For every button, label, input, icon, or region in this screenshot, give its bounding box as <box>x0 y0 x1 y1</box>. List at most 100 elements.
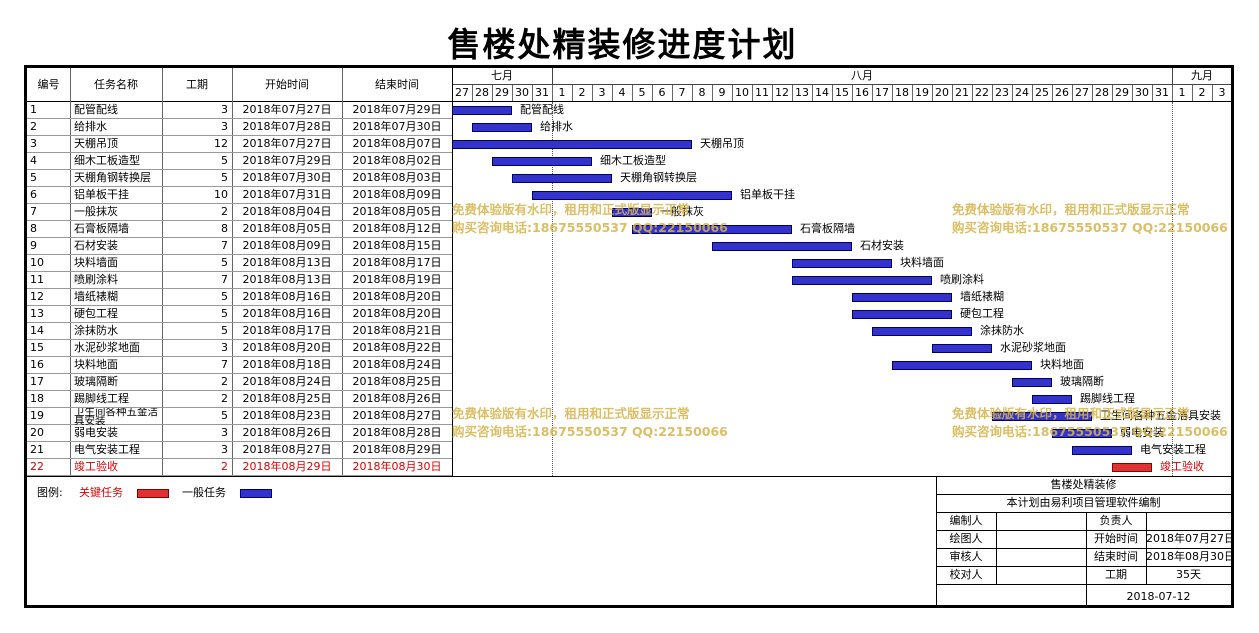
task-bar[interactable] <box>512 174 612 183</box>
task-name: 石材安装 <box>74 239 118 252</box>
day-divider <box>532 85 533 102</box>
row-line <box>27 407 452 408</box>
day-divider <box>1012 85 1013 102</box>
info-start-label: 开始时间 <box>1094 532 1138 545</box>
task-bar[interactable] <box>792 259 892 268</box>
day-label: 2 <box>578 86 586 99</box>
task-end: 2018年08月05日 <box>352 205 442 218</box>
task-name: 石膏板隔墙 <box>74 222 129 235</box>
day-divider <box>852 85 853 102</box>
task-bar-label: 一般抹灰 <box>660 205 704 218</box>
task-bar[interactable] <box>472 123 532 132</box>
day-label: 31 <box>1155 86 1169 99</box>
task-duration: 2 <box>221 375 228 388</box>
task-end: 2018年08月20日 <box>352 290 442 303</box>
task-start: 2018年08月25日 <box>242 392 332 405</box>
day-divider <box>1072 85 1073 102</box>
task-bar[interactable] <box>612 208 652 217</box>
task-bar[interactable] <box>1052 429 1112 438</box>
task-id: 19 <box>30 409 44 422</box>
column-divider <box>162 68 163 476</box>
task-bar-label: 喷刷涂料 <box>940 273 984 286</box>
task-bar-label: 卫生间各种五金洁具安装 <box>1100 409 1221 422</box>
task-bar[interactable] <box>932 344 992 353</box>
info-col-line <box>1086 512 1087 584</box>
task-duration: 2 <box>221 460 228 473</box>
row-line <box>27 441 452 442</box>
day-label: 10 <box>735 86 749 99</box>
month-label: 七月 <box>491 69 513 82</box>
task-bar[interactable] <box>492 157 592 166</box>
task-id: 11 <box>30 273 44 286</box>
day-divider <box>972 85 973 102</box>
day-label: 25 <box>1035 86 1049 99</box>
task-start: 2018年08月27日 <box>242 443 332 456</box>
task-name: 块料地面 <box>74 358 118 371</box>
header-duration: 工期 <box>186 78 208 91</box>
task-id: 8 <box>30 222 37 235</box>
task-bar[interactable] <box>792 276 932 285</box>
row-line <box>27 356 452 357</box>
task-bar[interactable] <box>1032 395 1072 404</box>
task-end: 2018年08月27日 <box>352 409 442 422</box>
task-end: 2018年08月09日 <box>352 188 442 201</box>
critical-task-bar[interactable] <box>1112 463 1152 472</box>
info-end-label: 结束时间 <box>1094 550 1138 563</box>
day-label: 24 <box>1015 86 1029 99</box>
day-label: 21 <box>955 86 969 99</box>
task-start: 2018年08月29日 <box>242 460 332 473</box>
task-duration: 5 <box>221 154 228 167</box>
day-divider <box>472 85 473 102</box>
legend-critical-label: 关键任务 <box>79 486 123 499</box>
task-bar[interactable] <box>992 412 1092 421</box>
task-bar[interactable] <box>1072 446 1132 455</box>
day-label: 26 <box>1055 86 1069 99</box>
row-line <box>27 118 452 119</box>
task-duration: 3 <box>221 103 228 116</box>
day-divider <box>1092 85 1093 102</box>
day-label: 18 <box>895 86 909 99</box>
day-label: 9 <box>718 86 726 99</box>
day-label: 23 <box>995 86 1009 99</box>
day-label: 7 <box>678 86 686 99</box>
info-line <box>936 494 1231 495</box>
task-bar[interactable] <box>872 327 972 336</box>
task-end: 2018年07月29日 <box>352 103 442 116</box>
task-bar-label: 竣工验收 <box>1160 460 1204 473</box>
day-label: 30 <box>1135 86 1149 99</box>
watermark-text: 免费体验版有水印，租用和正式版显示正常购买咨询电话:18675550537 QQ… <box>952 201 1228 237</box>
task-name: 电气安装工程 <box>74 443 140 456</box>
task-bar[interactable] <box>852 293 952 302</box>
task-bar-label: 块料墙面 <box>900 256 944 269</box>
task-bar[interactable] <box>892 361 1032 370</box>
row-line <box>27 373 452 374</box>
task-bar[interactable] <box>632 225 792 234</box>
task-start: 2018年08月18日 <box>242 358 332 371</box>
task-duration: 7 <box>221 239 228 252</box>
task-name: 配管配线 <box>74 103 118 116</box>
day-label: 14 <box>815 86 829 99</box>
task-bar[interactable] <box>852 310 952 319</box>
column-divider <box>232 68 233 476</box>
task-bar[interactable] <box>452 106 512 115</box>
task-bar[interactable] <box>532 191 732 200</box>
task-end: 2018年08月02日 <box>352 154 442 167</box>
task-bar[interactable] <box>712 242 852 251</box>
month-divider <box>552 68 553 85</box>
task-start: 2018年07月28日 <box>242 120 332 133</box>
legend-critical-swatch <box>137 489 169 498</box>
task-start: 2018年08月26日 <box>242 426 332 439</box>
day-label: 27 <box>455 86 469 99</box>
info-drawer-label: 绘图人 <box>949 532 983 545</box>
legend-label: 图例: <box>37 486 63 499</box>
day-label: 16 <box>855 86 869 99</box>
task-duration: 8 <box>221 222 228 235</box>
task-id: 2 <box>30 120 37 133</box>
info-end-value: 2018年08月30日 <box>1146 550 1231 563</box>
header-name: 任务名称 <box>94 78 138 91</box>
task-bar[interactable] <box>1012 378 1052 387</box>
task-bar-label: 铝单板干挂 <box>740 188 795 201</box>
task-bar[interactable] <box>452 140 692 149</box>
info-project: 售楼处精装修 <box>1050 478 1117 491</box>
task-id: 9 <box>30 239 37 252</box>
